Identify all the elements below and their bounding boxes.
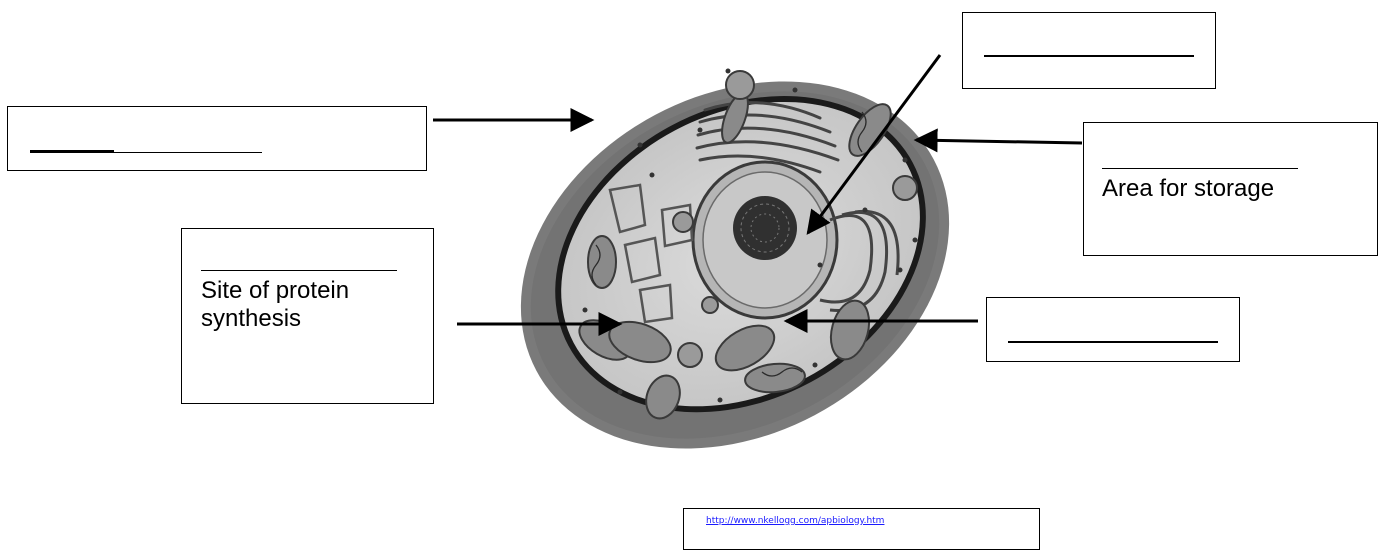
blank-line[interactable] [1102, 168, 1298, 169]
protein-synthesis-description: Site of protein synthesis [201, 277, 349, 333]
source-link[interactable]: http://www.nkellogg.com/apbiology.htm [706, 516, 884, 526]
arrow-storage [916, 140, 1082, 143]
label-box-cytoplasm [986, 297, 1240, 362]
blank-line[interactable] [984, 55, 1194, 57]
storage-description: Area for storage [1102, 175, 1274, 203]
label-box-nucleolus [962, 12, 1216, 89]
label-box-cell-wall [7, 106, 427, 171]
blank-line[interactable] [30, 150, 114, 153]
label-box-protein-synthesis: Site of protein synthesis [181, 228, 434, 404]
blank-line[interactable] [201, 270, 397, 271]
blank-line-extension [114, 152, 262, 153]
blank-line[interactable] [1008, 341, 1218, 343]
label-box-storage: Area for storage [1083, 122, 1378, 256]
nucleolus [733, 196, 797, 260]
